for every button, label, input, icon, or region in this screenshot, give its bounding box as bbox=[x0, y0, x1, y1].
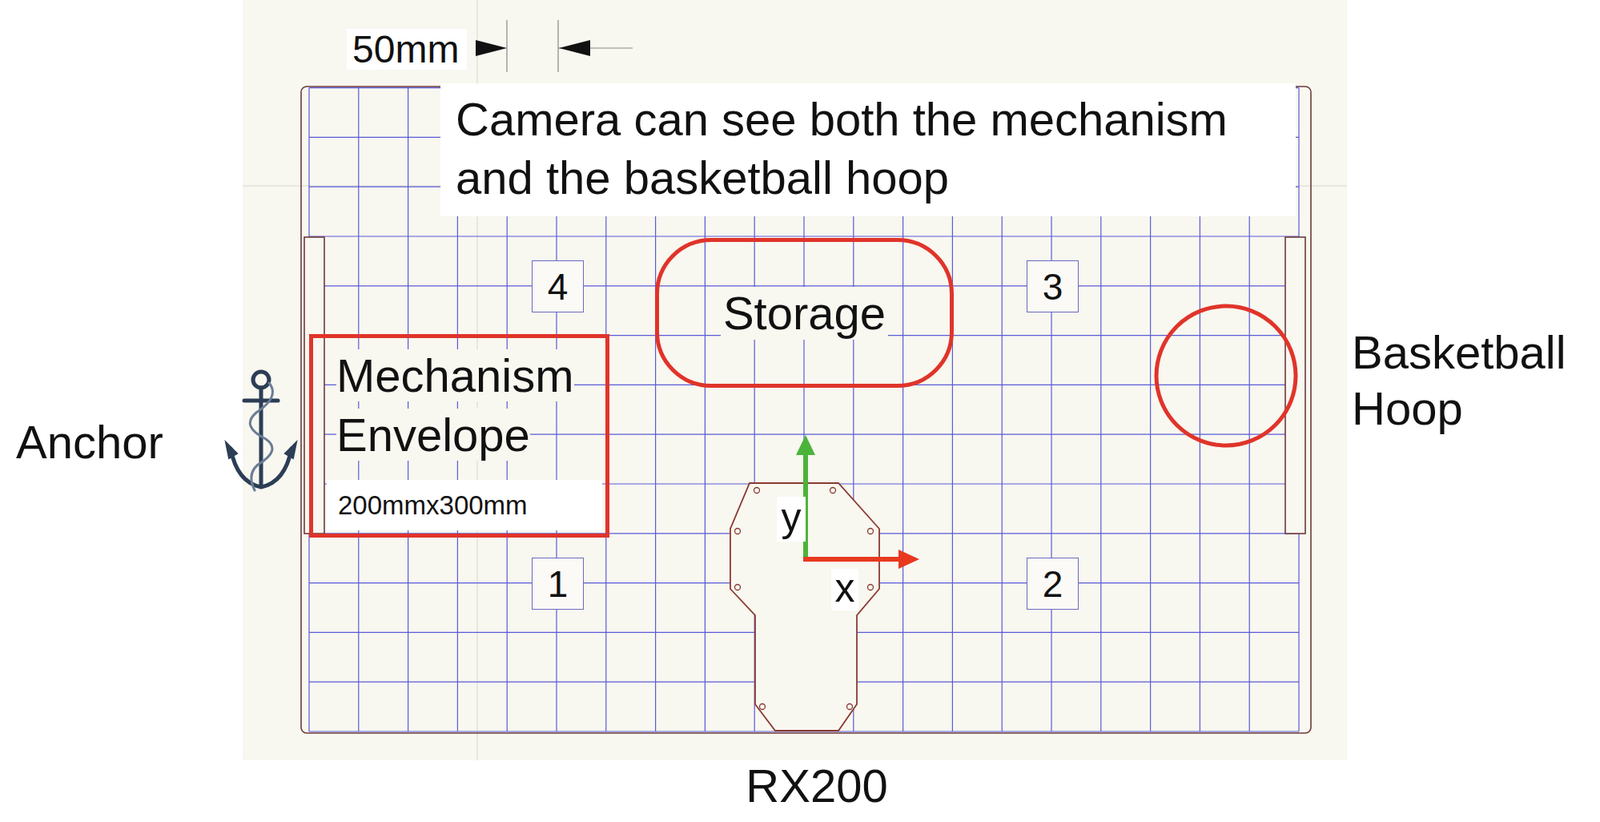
dimension-arrow bbox=[475, 40, 507, 57]
dimension-text: 200mmx300mm bbox=[326, 479, 603, 531]
note-box: Camera can see both the mechanism and th… bbox=[440, 83, 1296, 217]
callout-box: 4 bbox=[531, 260, 584, 313]
anchor-label: Anchor bbox=[16, 414, 193, 471]
hoop-label: Basketball Hoop bbox=[1351, 324, 1594, 437]
text-patch: Mechanism Envelope bbox=[336, 349, 575, 461]
robot-base bbox=[730, 482, 880, 731]
storage-region: Storage bbox=[655, 237, 954, 388]
y-axis-head bbox=[795, 434, 816, 455]
x-axis bbox=[803, 556, 901, 562]
callout-box: 3 bbox=[1026, 260, 1079, 313]
region-name: Storage bbox=[720, 286, 889, 340]
note-text: Camera can see both the mechanism and th… bbox=[455, 89, 1288, 207]
callout-number: 3 bbox=[1042, 265, 1064, 308]
callout-box: 2 bbox=[1026, 557, 1079, 610]
axis-label: x bbox=[831, 568, 859, 611]
side-rail bbox=[304, 237, 325, 534]
dimension-tick bbox=[557, 20, 559, 73]
dimension-arrow bbox=[558, 40, 591, 57]
region-name: Mechanism Envelope bbox=[336, 345, 577, 465]
robot-label: RX200 bbox=[704, 756, 929, 815]
dimension-label: 50mm bbox=[346, 28, 467, 70]
callout-box: 1 bbox=[531, 557, 584, 610]
axis-label: y bbox=[776, 496, 806, 542]
anchor-icon bbox=[225, 371, 297, 491]
hoop-circle bbox=[1156, 305, 1296, 446]
grid-line bbox=[309, 235, 1299, 237]
dimension-tick bbox=[506, 20, 507, 73]
mechanism-envelope: Mechanism Envelope 200mmx300mm bbox=[309, 333, 610, 538]
callout-number: 1 bbox=[547, 562, 569, 605]
x-axis-head bbox=[898, 549, 920, 569]
mount-holes bbox=[735, 487, 874, 710]
callout-number: 4 bbox=[547, 265, 569, 308]
ground-panel bbox=[242, 0, 1347, 760]
callout-number: 2 bbox=[1042, 562, 1064, 605]
